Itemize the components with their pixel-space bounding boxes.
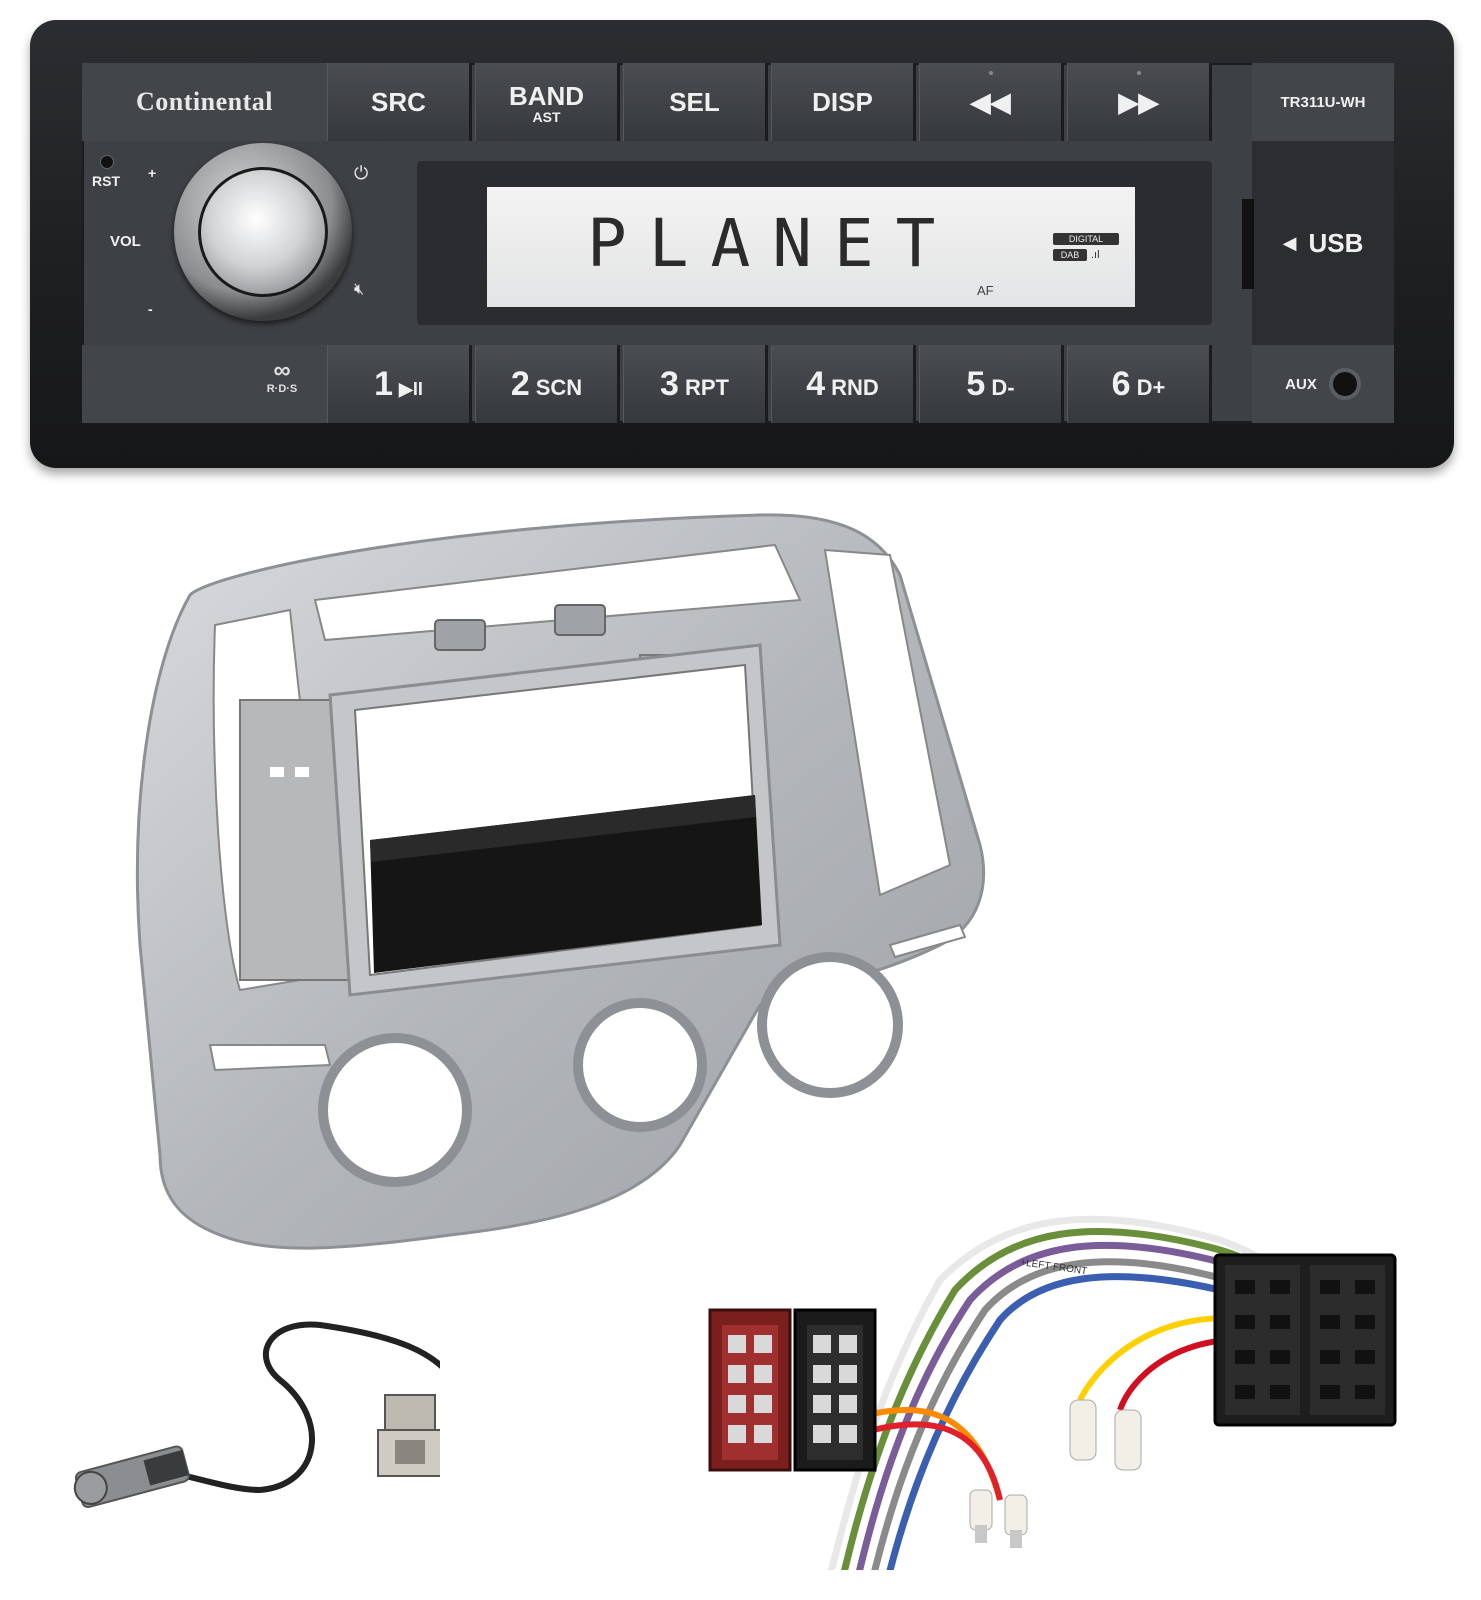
display-station-text: PLANET — [587, 205, 958, 282]
iso-connector-black — [793, 1308, 877, 1472]
spade-terminal — [1069, 1399, 1097, 1461]
preset-number: 1 — [374, 364, 394, 403]
rds-icon: ∞ — [273, 357, 291, 384]
src-button-label: SRC — [371, 86, 426, 117]
display-bezel: PLANET DIGITAL DAB .ıl AF — [417, 161, 1212, 325]
bracket-slot — [295, 767, 309, 777]
fascia-right-opening — [823, 548, 952, 897]
preset-function: RND — [831, 374, 879, 400]
brand-name: Continental — [136, 87, 273, 116]
iso-wiring-harness: +LEFT FRONT — [708, 1215, 1397, 1570]
fast-forward-icon: ▶▶ — [1118, 86, 1159, 117]
lcd-display: PLANET DIGITAL DAB .ıl AF — [487, 187, 1135, 307]
button-dot — [1136, 71, 1141, 75]
preset-function: RPT — [684, 374, 729, 400]
radio-middle-section: RST + VOL - ⏻ 🔇︎ PLANET DIGITAL DAB .ıl … — [82, 141, 1394, 345]
dab-indicator: DAB — [1053, 249, 1087, 261]
preset-number: 2 — [510, 364, 530, 403]
radio-faceplate: Continental SRC BAND AST SEL DISP ◀◀ ▶▶ — [82, 63, 1394, 423]
mounting-bracket-left — [239, 699, 351, 981]
iso-male-connector — [1213, 1253, 1397, 1427]
volume-label: VOL — [110, 233, 141, 250]
disp-button[interactable]: DISP — [771, 63, 916, 141]
aux-jack[interactable] — [1328, 368, 1361, 400]
signal-bars-icon: .ıl — [1091, 249, 1100, 261]
rds-logo: ∞ R·D·S — [257, 357, 307, 396]
spade-terminal — [1004, 1494, 1028, 1548]
usb-label: USB — [1308, 227, 1364, 258]
bracket-slot — [270, 767, 284, 777]
sel-button-label: SEL — [669, 86, 720, 117]
climate-control-hole — [318, 1033, 472, 1187]
volume-knob[interactable] — [174, 143, 352, 321]
band-button-sub-label: AST — [532, 108, 561, 125]
preset-function: D+ — [1136, 374, 1166, 400]
model-label: TR311U-WH — [1252, 63, 1394, 141]
preset-number: 6 — [1111, 364, 1131, 403]
band-button[interactable]: BAND AST — [475, 63, 620, 141]
seek-back-button[interactable]: ◀◀ — [919, 63, 1064, 141]
rds-label: R·D·S — [266, 383, 298, 395]
climate-control-hole — [757, 952, 903, 1098]
vent-slot — [208, 1044, 332, 1072]
usb-port-panel[interactable]: ◀ USB — [1242, 141, 1394, 345]
fascia-top-opening — [313, 543, 802, 642]
volume-plus-label: + — [148, 165, 157, 181]
preset-number: 3 — [660, 364, 679, 403]
usb-slot — [1242, 199, 1254, 289]
car-radio: Continental SRC BAND AST SEL DISP ◀◀ ▶▶ — [30, 20, 1454, 468]
power-icon: ⏻ — [354, 163, 369, 183]
mute-icon: 🔇︎ — [354, 281, 365, 298]
storage-pocket-lip — [370, 795, 756, 862]
brand-logo: Continental — [82, 63, 330, 141]
dash-fascia-panel — [135, 513, 986, 1250]
preset-number: 5 — [966, 364, 986, 403]
reset-label: RST — [92, 173, 120, 189]
antenna-adapter — [73, 1321, 440, 1509]
rewind-icon: ◀◀ — [970, 86, 1011, 117]
vent-slot — [888, 923, 967, 959]
climate-control-hole — [573, 998, 707, 1132]
spade-terminal — [1114, 1409, 1142, 1471]
volume-knob-cap — [198, 167, 328, 297]
aux-label: AUX — [1285, 375, 1317, 393]
sel-button[interactable]: SEL — [623, 63, 768, 141]
volume-minus-label: - — [148, 301, 153, 317]
preset-function: SCN — [535, 374, 583, 400]
antenna-cable — [112, 1321, 440, 1494]
disp-button-label: DISP — [812, 86, 873, 117]
iso-connector-red — [708, 1308, 792, 1472]
src-button[interactable]: SRC — [327, 63, 472, 141]
eject-arrow-icon: ◀ — [1282, 232, 1297, 253]
digital-indicator: DIGITAL — [1053, 233, 1119, 245]
preset-1-button[interactable]: 1▶II — [327, 345, 472, 423]
mounting-clip — [554, 604, 606, 636]
preset-number: 4 — [806, 364, 826, 403]
spade-terminal — [969, 1489, 993, 1543]
seek-forward-button[interactable]: ▶▶ — [1067, 63, 1212, 141]
radio-top-row: Continental SRC BAND AST SEL DISP ◀◀ ▶▶ — [82, 63, 1394, 141]
play-pause-icon: ▶II — [399, 378, 423, 399]
preset-function: D- — [991, 374, 1015, 400]
mounting-clip — [434, 619, 486, 651]
rds-panel: ∞ R·D·S — [82, 345, 330, 423]
aux-panel: AUX — [1252, 345, 1394, 423]
fakra-antenna-connector — [377, 1394, 440, 1477]
reset-button[interactable] — [100, 155, 114, 169]
button-dot — [988, 71, 993, 75]
af-indicator: AF — [977, 283, 994, 298]
band-button-label: BAND — [508, 80, 585, 111]
wire-white — [827, 1215, 1287, 1570]
din-antenna-plug — [73, 1445, 190, 1509]
